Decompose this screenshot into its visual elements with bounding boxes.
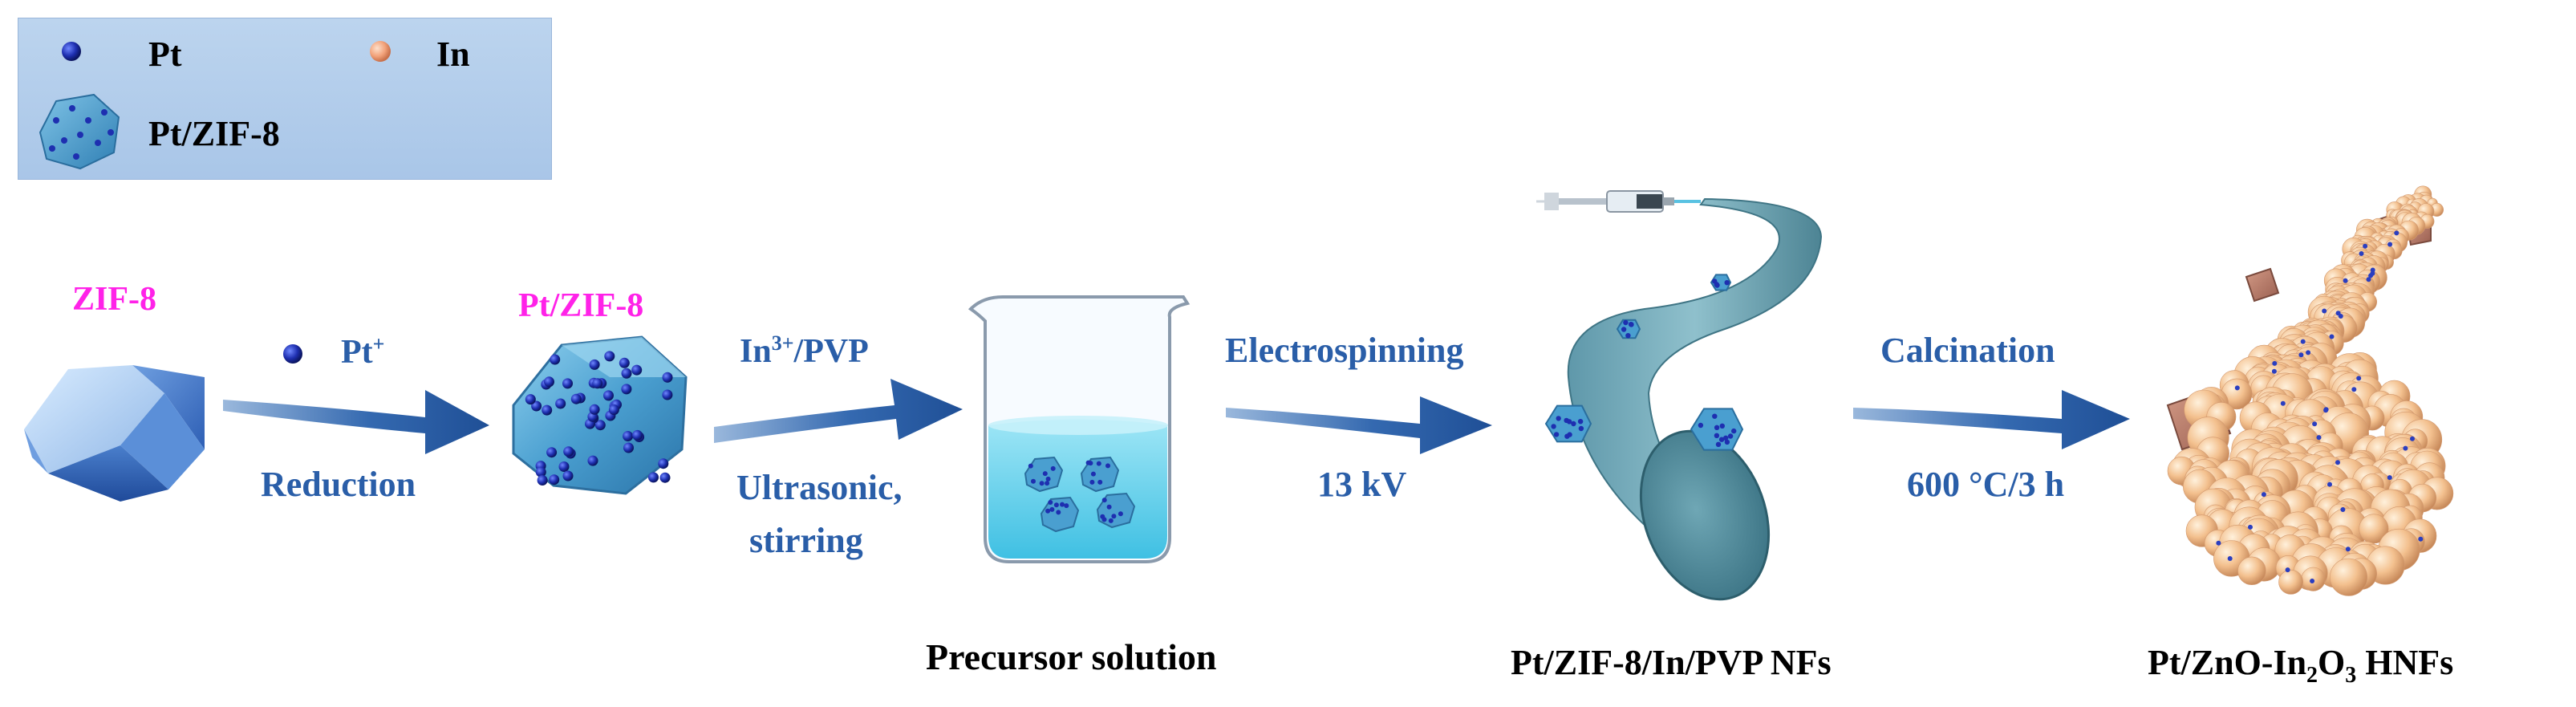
- final-sub1: 2: [2306, 662, 2318, 688]
- pt-ion-label: Pt+: [341, 332, 385, 371]
- beaker: [968, 295, 1191, 563]
- stirring-label: stirring: [749, 521, 863, 560]
- arrow-calcination: [1853, 390, 2130, 449]
- in-pvp-base: In: [740, 333, 772, 370]
- precursor-label: Precursor solution: [926, 636, 1217, 677]
- electrospinning-label: Electrospinning: [1225, 331, 1464, 370]
- pt-dot-icon: [62, 42, 81, 61]
- in-pvp-charge: 3+: [771, 331, 794, 355]
- legend-in-label: In: [436, 35, 470, 74]
- final-c: HNFs: [2356, 643, 2454, 682]
- pt-ion-dot-icon: [283, 344, 302, 364]
- arrow-mixing: [714, 379, 963, 443]
- final-sub2: 3: [2345, 662, 2357, 688]
- final-product-label: Pt/ZnO-In2O3 HNFs: [2148, 645, 2453, 687]
- calc-conditions-label: 600 °C/3 h: [1907, 465, 2065, 504]
- syringe: [1536, 190, 1701, 213]
- hollow-nanofiber: [2166, 185, 2454, 596]
- in-dot-icon: [370, 41, 391, 62]
- legend-icons: [39, 41, 391, 170]
- zif8-title: ZIF-8: [72, 281, 156, 318]
- arrow-electrospinning: [1226, 396, 1492, 454]
- pt-zif8-particle: [512, 335, 688, 495]
- arrow-reduction: [223, 390, 489, 454]
- calcination-label: Calcination: [1880, 331, 2055, 370]
- ultrasonic-label: Ultrasonic,: [736, 468, 903, 507]
- pt-ion-charge: +: [372, 332, 385, 356]
- nanofiber-label: Pt/ZIF-8/In/PVP NFs: [1511, 643, 1832, 682]
- final-a: Pt/ZnO-In: [2148, 643, 2307, 682]
- pt-zif8-title: Pt/ZIF-8: [518, 287, 644, 324]
- zif8-polyhedron: [24, 365, 205, 502]
- nanofiber: [1544, 197, 1823, 601]
- reduction-label: Reduction: [261, 465, 416, 504]
- legend-pt-zif8-label: Pt/ZIF-8: [148, 114, 280, 153]
- in-pvp-rest: /PVP: [793, 333, 869, 370]
- final-b: O: [2318, 643, 2346, 682]
- pt-zif8-mini-icon: [39, 93, 120, 170]
- voltage-label: 13 kV: [1317, 465, 1407, 504]
- in-pvp-label: In3+/PVP: [740, 331, 869, 370]
- pt-ion-base: Pt: [341, 334, 373, 371]
- legend-pt-label: Pt: [148, 35, 182, 74]
